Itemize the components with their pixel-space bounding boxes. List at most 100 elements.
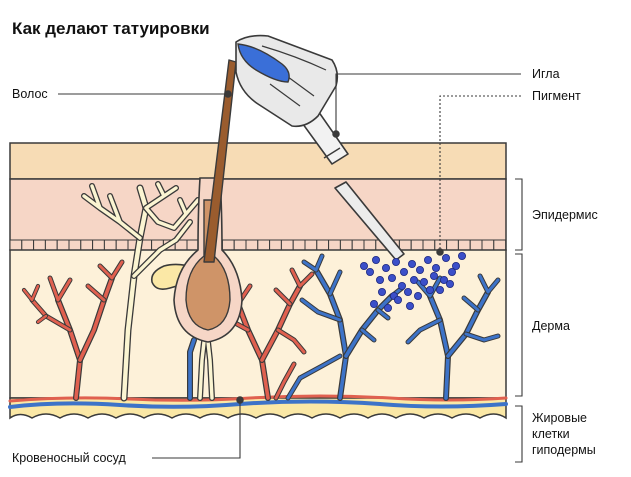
artery-base [8,394,508,403]
pigment-dot [457,251,466,260]
pigment-dot [441,253,450,262]
needle [334,181,405,261]
basal-cell [316,239,330,251]
venous-capillaries [187,253,501,401]
basal-cell [469,239,483,251]
hypodermis-bracket [515,405,523,463]
label-needle: Игла [532,67,560,81]
basal-cell [422,239,436,251]
artery-tree-middle [211,267,315,401]
basal-cell [186,239,200,251]
pigment-dot [369,299,378,308]
needle-leader [335,73,521,134]
pigment-dot [429,271,438,280]
label-dermis: Дерма [532,319,570,333]
pigment-dot [383,303,392,312]
basal-cell [9,239,23,251]
pigment-marker [436,248,444,256]
label-hair: Волос [12,87,48,101]
basal-cell [44,239,58,251]
basal-cell [280,239,294,251]
basal-cell [351,239,365,251]
basal-cell [92,239,105,251]
dermis-layer [9,249,507,399]
artery-tree-left [21,259,125,401]
pigment-dots [359,251,466,312]
basal-cell [493,239,507,251]
label-fat-line2: клетки [532,427,570,441]
pigment-dot [415,265,424,274]
basal-cell [328,239,341,251]
pigment-dot [387,273,396,282]
needle-marker [332,130,340,138]
pigment-dot [431,263,440,272]
label-epidermis: Эпидермис [532,208,598,222]
pigment-dot [405,301,414,310]
basal-cell [363,239,377,251]
pigment-dot [409,275,418,284]
pigment-dot [419,277,428,286]
basal-cell [221,239,235,251]
pigment-dot [381,263,390,272]
pigment-dot [399,267,408,276]
dermis-bracket [515,253,523,397]
basal-cell-row [9,239,507,251]
labels: Волос Игла Пигмент Эпидермис Дерма Жиров… [12,67,598,465]
basal-cell [398,239,412,251]
vessel-marker [236,396,244,404]
label-fat-line3: гиподермы [532,443,596,457]
diagram-title: Как делают татуировки [12,19,210,38]
pigment-dot [413,291,422,300]
epidermis-bracket [515,178,523,251]
skin-surface-layer [9,142,507,180]
pigment-dot [407,259,416,268]
basal-cell [245,239,259,251]
basal-cell [21,239,35,251]
pigment-dot [425,285,434,294]
pigment-dot [447,267,456,276]
basal-cell [115,239,129,251]
basal-cell [410,239,424,251]
basal-cell [257,239,271,251]
pigment-dot [397,281,406,290]
nerve [81,181,201,402]
hair-marker [224,90,232,98]
pigment-dot [391,257,400,266]
basal-cell [446,239,459,251]
hair-shaft [203,59,237,263]
pigment-dot [403,287,412,296]
vessel-leader [152,400,241,459]
tattoo-machine-icon [235,34,405,261]
skin-layers [9,142,507,420]
pigment-dot [359,261,368,270]
leader-lines [58,73,523,463]
basal-cell [80,239,94,251]
pigment-dot [365,267,374,276]
pigment-leader [439,95,521,252]
arterial-capillaries [21,259,315,401]
pigment-dot [445,279,454,288]
pigment-dot [377,287,386,296]
pigment-dot [439,275,448,284]
basal-cell [68,239,82,251]
basal-cell [339,239,353,251]
basal-cell [56,239,70,251]
basal-cell [269,239,282,251]
vein-near-follicle [187,337,197,401]
basal-cell [233,239,247,251]
pigment-dot [375,275,384,284]
label-blood-vessel: Кровеносный сосуд [12,451,127,465]
machine-accent [237,43,290,83]
pigment-dot [435,285,444,294]
basal-cell [292,239,306,251]
hair-follicle [150,59,243,401]
pigment-dot [423,255,432,264]
basal-cell [33,239,46,251]
pigment-dot [393,295,402,304]
pigment-dot [451,261,460,270]
pigment-dot [371,255,380,264]
label-pigment: Пигмент [532,89,581,103]
basal-cell [103,239,117,251]
